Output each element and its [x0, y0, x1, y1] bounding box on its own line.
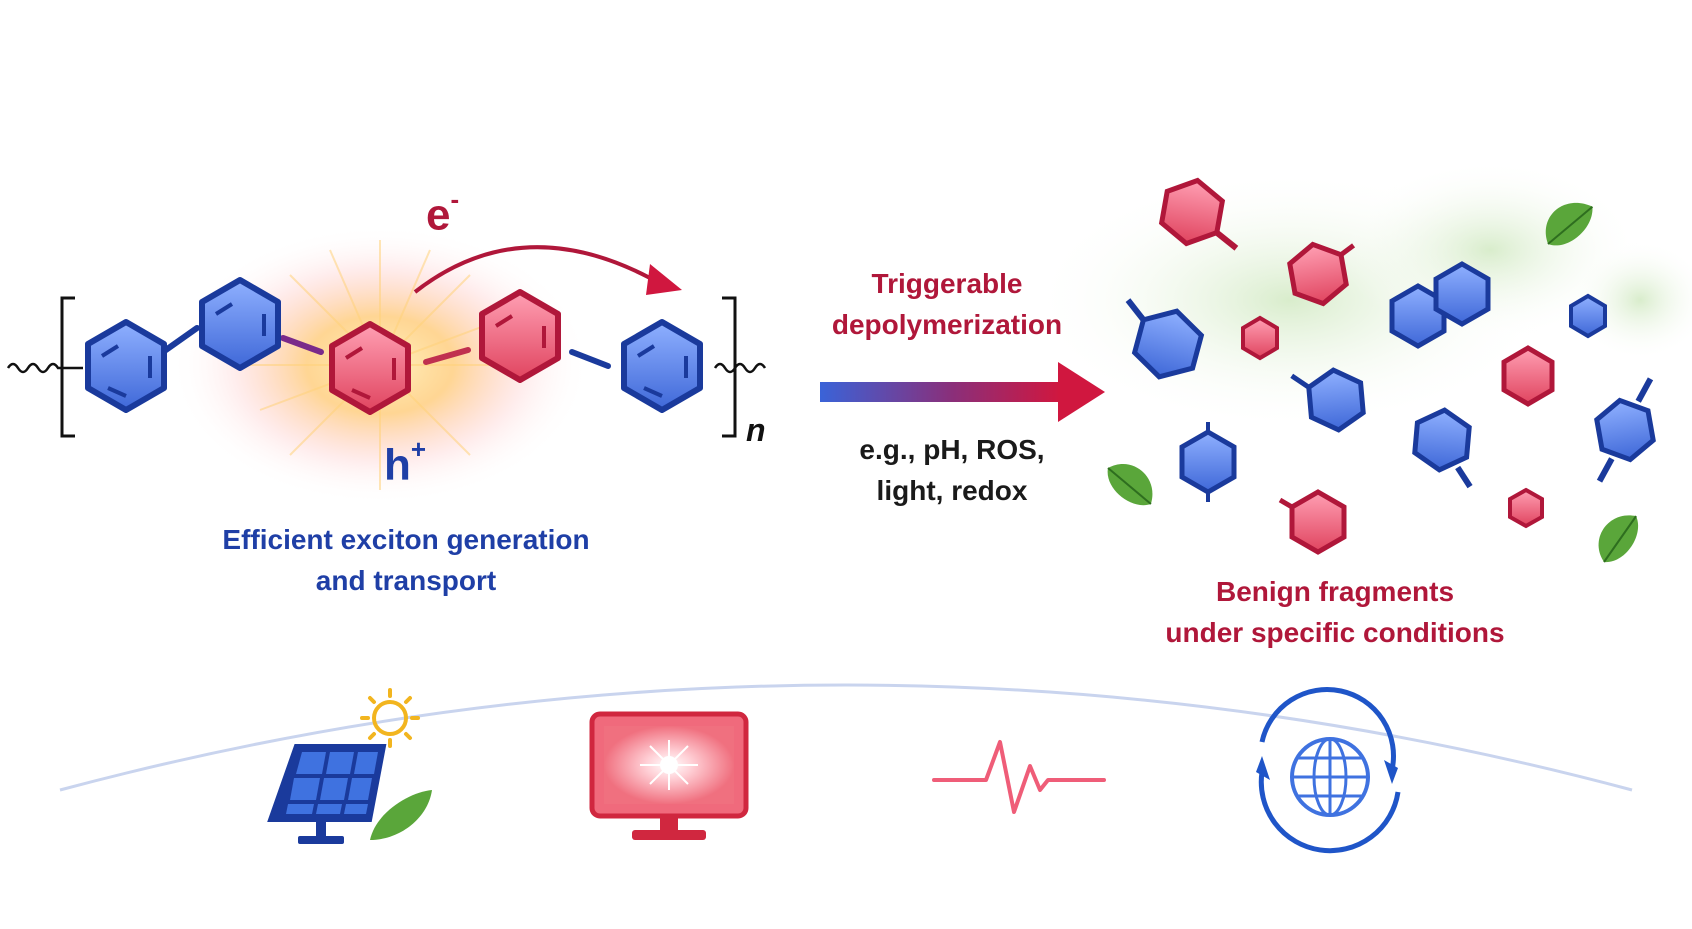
- exciton-caption-line2: and transport: [315, 564, 497, 596]
- exciton-caption: Efficient exciton generation and transpo…: [196, 520, 616, 601]
- fragments-caption-line1: Benign fragments: [1215, 576, 1455, 607]
- chain-end-right: [713, 362, 767, 374]
- trigger-conditions-line1: e.g., pH, ROS,: [859, 434, 1045, 465]
- benzene-ring-3-excited: [329, 321, 411, 415]
- monitor-display-icon: [589, 711, 749, 840]
- fragments-caption-line2: under specific conditions: [1165, 616, 1505, 648]
- trigger-title: Triggerable depolymerization: [812, 264, 1082, 345]
- fragment-red-6: [1508, 487, 1544, 529]
- fragment-cloud: [1030, 160, 1692, 563]
- chain-end-left: [6, 362, 83, 374]
- electron-label: e-: [426, 184, 459, 241]
- fragment-blue-5: [1412, 407, 1473, 489]
- repeat-unit-n: n: [746, 412, 766, 448]
- hole-symbol: h: [384, 440, 411, 490]
- heartbeat-pulse-icon: [932, 740, 1106, 814]
- hole-label: h+: [384, 434, 426, 491]
- fragment-red-3: [1241, 315, 1279, 361]
- trigger-conditions-line2: light, redox: [876, 474, 1028, 506]
- exciton-caption-line1: Efficient exciton generation: [222, 524, 590, 555]
- electron-transfer-arrow: [413, 245, 651, 294]
- polymer-chain: [6, 225, 767, 505]
- benzene-ring-1: [85, 319, 167, 413]
- fragments-caption: Benign fragments under specific conditio…: [1140, 572, 1530, 653]
- fragment-blue-4: [1179, 422, 1237, 502]
- fragment-red-2: [1287, 241, 1356, 307]
- fragment-blue-2: [1569, 293, 1607, 339]
- leaf-icon: [1598, 515, 1638, 563]
- fragment-blue-1: [1125, 298, 1205, 380]
- trigger-title-line2: depolymerization: [831, 308, 1063, 340]
- trigger-title-line1: Triggerable: [871, 268, 1023, 299]
- trigger-conditions: e.g., pH, ROS, light, redox: [832, 430, 1072, 511]
- leaf-icon: [1107, 463, 1153, 506]
- depolymerization-arrow: [820, 362, 1105, 422]
- fragment-blue-naphthalene: [1389, 261, 1491, 349]
- electron-symbol: e: [426, 190, 451, 240]
- fragment-blue-3: [1290, 367, 1366, 433]
- bracket-right: [722, 296, 737, 438]
- applications-arc: [59, 683, 1633, 792]
- benzene-ring-4-excited: [479, 289, 561, 383]
- solar-panel-icon: [267, 688, 432, 844]
- electron-arrowhead: [646, 264, 682, 295]
- fragment-red-4: [1501, 345, 1555, 407]
- fragment-red-5: [1278, 489, 1347, 555]
- leaf-icon: [1545, 202, 1594, 246]
- chain-bonds: [160, 325, 611, 369]
- globe-recycle-icon: [1256, 687, 1401, 854]
- hole-charge: +: [410, 434, 427, 464]
- fragment-red-1: [1158, 177, 1239, 251]
- benzene-ring-2: [199, 277, 281, 371]
- fragment-blue-6: [1594, 377, 1656, 483]
- benzene-ring-5: [621, 319, 703, 413]
- electron-charge: -: [450, 184, 460, 214]
- bracket-left: [60, 296, 75, 438]
